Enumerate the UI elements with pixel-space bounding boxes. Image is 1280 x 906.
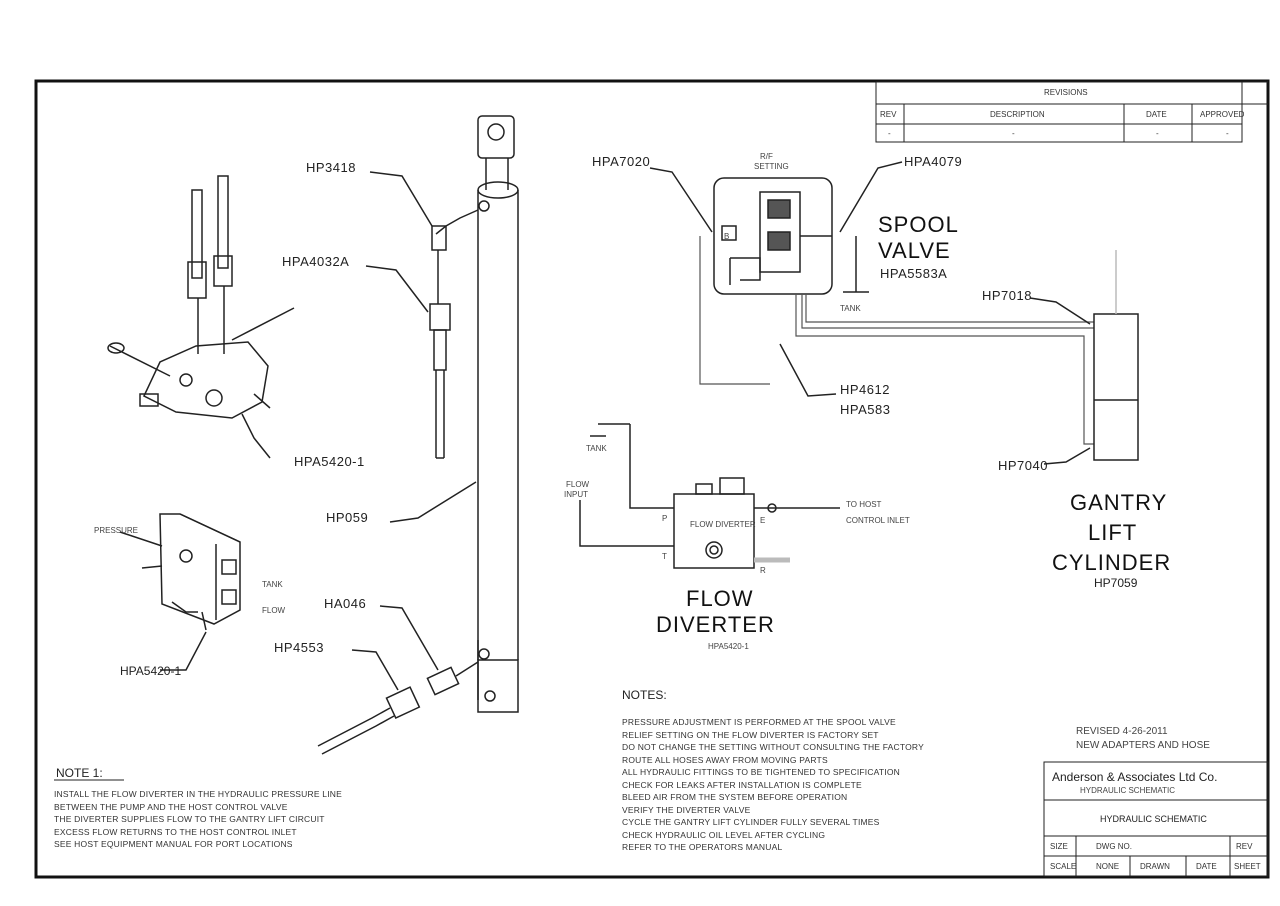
tank-label-spool: TANK <box>840 304 861 313</box>
spool-valve-title-1: SPOOL <box>878 212 959 237</box>
callout-hp059: HP059 <box>326 510 369 525</box>
revision-note-line2: NEW ADAPTERS AND HOSE <box>1076 740 1210 751</box>
revision-row-date: - <box>1156 129 1159 138</box>
note-line: REFER TO THE OPERATORS MANUAL <box>622 842 783 852</box>
callout-ha046: HA046 <box>324 596 367 611</box>
callout-hp7040: HP7040 <box>998 458 1048 473</box>
hose-assembly-upper <box>429 209 479 459</box>
gantry-title-2: LIFT <box>1088 520 1138 545</box>
note-line: BLEED AIR FROM THE SYSTEM BEFORE OPERATI… <box>622 792 848 802</box>
to-host-label-2: CONTROL INLET <box>846 516 910 525</box>
drawing-title: HYDRAULIC SCHEMATIC <box>1100 814 1207 824</box>
tb-rev-label: REV <box>1236 842 1253 851</box>
note-line: BETWEEN THE PUMP AND THE HOST CONTROL VA… <box>54 801 288 812</box>
tb-drawn-label: DRAWN <box>1140 862 1170 871</box>
revision-row-description: - <box>1012 129 1015 138</box>
callout-hpa5420-1-bottom: HPA5420-1 <box>120 664 182 678</box>
tb-scale-label: SCALE <box>1050 862 1077 871</box>
hydraulic-lines <box>699 236 1094 445</box>
notes-list: PRESSURE ADJUSTMENT IS PERFORMED AT THE … <box>622 716 924 854</box>
left-notes-list: INSTALL THE FLOW DIVERTER IN THE HYDRAUL… <box>54 788 342 851</box>
tb-scale-value: NONE <box>1096 862 1120 871</box>
flow-diverter-title-1: FLOW <box>686 586 754 611</box>
note-line: CHECK FOR LEAKS AFTER INSTALLATION IS CO… <box>622 779 862 790</box>
note-line: SEE HOST EQUIPMENT MANUAL FOR PORT LOCAT… <box>54 839 293 849</box>
callout-hpa5420-1-left: HPA5420-1 <box>294 454 365 469</box>
callout-hp7018: HP7018 <box>982 288 1032 303</box>
port-b-label: B <box>724 232 730 241</box>
callout-hpa4032a: HPA4032A <box>282 254 350 269</box>
revision-header: REVISIONS <box>1044 88 1088 97</box>
setting-label: SETTING <box>754 162 789 171</box>
flow-side-label: FLOW <box>262 606 286 615</box>
revision-row-approved: - <box>1226 129 1229 138</box>
tank-side-label: TANK <box>262 580 283 589</box>
note-line: DO NOT CHANGE THE SETTING WITHOUT CONSUL… <box>622 742 924 752</box>
callout-hp4553: HP4553 <box>274 640 324 655</box>
flow-diverter-part: HPA5420-1 <box>708 642 749 651</box>
port-t-label: T <box>662 552 667 561</box>
spool-valve-title-2: VALVE <box>878 238 951 263</box>
gantry-part: HP7059 <box>1094 576 1138 590</box>
drawing-border <box>34 79 1270 879</box>
revision-row-rev: - <box>888 129 891 138</box>
callout-hp3418: HP3418 <box>306 160 356 175</box>
diverter-face-label: FLOW DIVERTER <box>690 520 756 529</box>
to-host-label-1: TO HOST <box>846 500 882 509</box>
callout-hpa7020: HPA7020 <box>592 154 651 169</box>
gantry-title-1: GANTRY <box>1070 490 1168 515</box>
leader-lines <box>160 161 1091 691</box>
tb-dwgno-label: DWG NO. <box>1096 842 1132 851</box>
column-assembly <box>477 115 519 713</box>
callout-hpa583: HPA583 <box>840 402 891 417</box>
revision-note-line1: REVISED 4-26-2011 <box>1076 726 1168 737</box>
flow-input-label: FLOW <box>566 480 590 489</box>
port-p-label: P <box>662 514 668 523</box>
flow-input-label-2: INPUT <box>564 490 588 499</box>
spool-valve-symbol <box>713 177 833 295</box>
callout-hpa4079: HPA4079 <box>904 154 963 169</box>
tank-label-diverter: TANK <box>586 444 607 453</box>
note-line: THE DIVERTER SUPPLIES FLOW TO THE GANTRY… <box>54 814 325 824</box>
title-block <box>1043 761 1269 877</box>
revision-col-rev: REV <box>880 110 897 119</box>
flow-diverter-symbol <box>579 423 840 569</box>
note-line: EXCESS FLOW RETURNS TO THE HOST CONTROL … <box>54 826 297 837</box>
note-line: INSTALL THE FLOW DIVERTER IN THE HYDRAUL… <box>54 789 342 799</box>
note-line: CHECK HYDRAULIC OIL LEVEL AFTER CYCLING <box>622 829 826 840</box>
port-r-label: R <box>760 566 766 575</box>
hose-assembly-lower <box>317 661 479 755</box>
revision-col-approved: APPROVED <box>1200 110 1245 119</box>
callout-hp4612: HP4612 <box>840 382 890 397</box>
gantry-cylinder-symbol <box>1093 250 1139 461</box>
tb-sheet-label: SHEET <box>1234 862 1261 871</box>
pressure-label: PRESSURE <box>94 526 139 535</box>
company-name: Anderson & Associates Ltd Co. <box>1052 770 1218 784</box>
port-e-label: E <box>760 516 766 525</box>
note-line: ALL HYDRAULIC FITTINGS TO BE TIGHTENED T… <box>622 767 901 777</box>
gantry-title-3: CYLINDER <box>1052 550 1172 575</box>
revision-col-description: DESCRIPTION <box>990 110 1045 119</box>
directional-control-valve <box>107 175 295 419</box>
tb-date-label: DATE <box>1196 862 1217 871</box>
tb-size-label: SIZE <box>1050 842 1068 851</box>
note-line: RELIEF SETTING ON THE FLOW DIVERTER IS F… <box>622 729 879 740</box>
revision-block <box>875 81 1268 143</box>
note-line: ROUTE ALL HOSES AWAY FROM MOVING PARTS <box>622 754 828 765</box>
flow-diverter-title-2: DIVERTER <box>656 612 775 637</box>
left-notes-heading: NOTE 1: <box>56 766 103 780</box>
relief-label: R/F <box>760 152 773 161</box>
flow-diverter-iso <box>119 513 241 631</box>
tank-symbol-spool <box>843 236 869 293</box>
note-line: PRESSURE ADJUSTMENT IS PERFORMED AT THE … <box>622 717 896 727</box>
note-line: VERIFY THE DIVERTER VALVE <box>622 804 751 815</box>
note-line: CYCLE THE GANTRY LIFT CYLINDER FULLY SEV… <box>622 817 880 827</box>
revision-col-date: DATE <box>1146 110 1167 119</box>
notes-heading: NOTES: <box>622 688 667 702</box>
spool-valve-part: HPA5583A <box>880 266 948 281</box>
company-subtitle: HYDRAULIC SCHEMATIC <box>1080 786 1175 795</box>
